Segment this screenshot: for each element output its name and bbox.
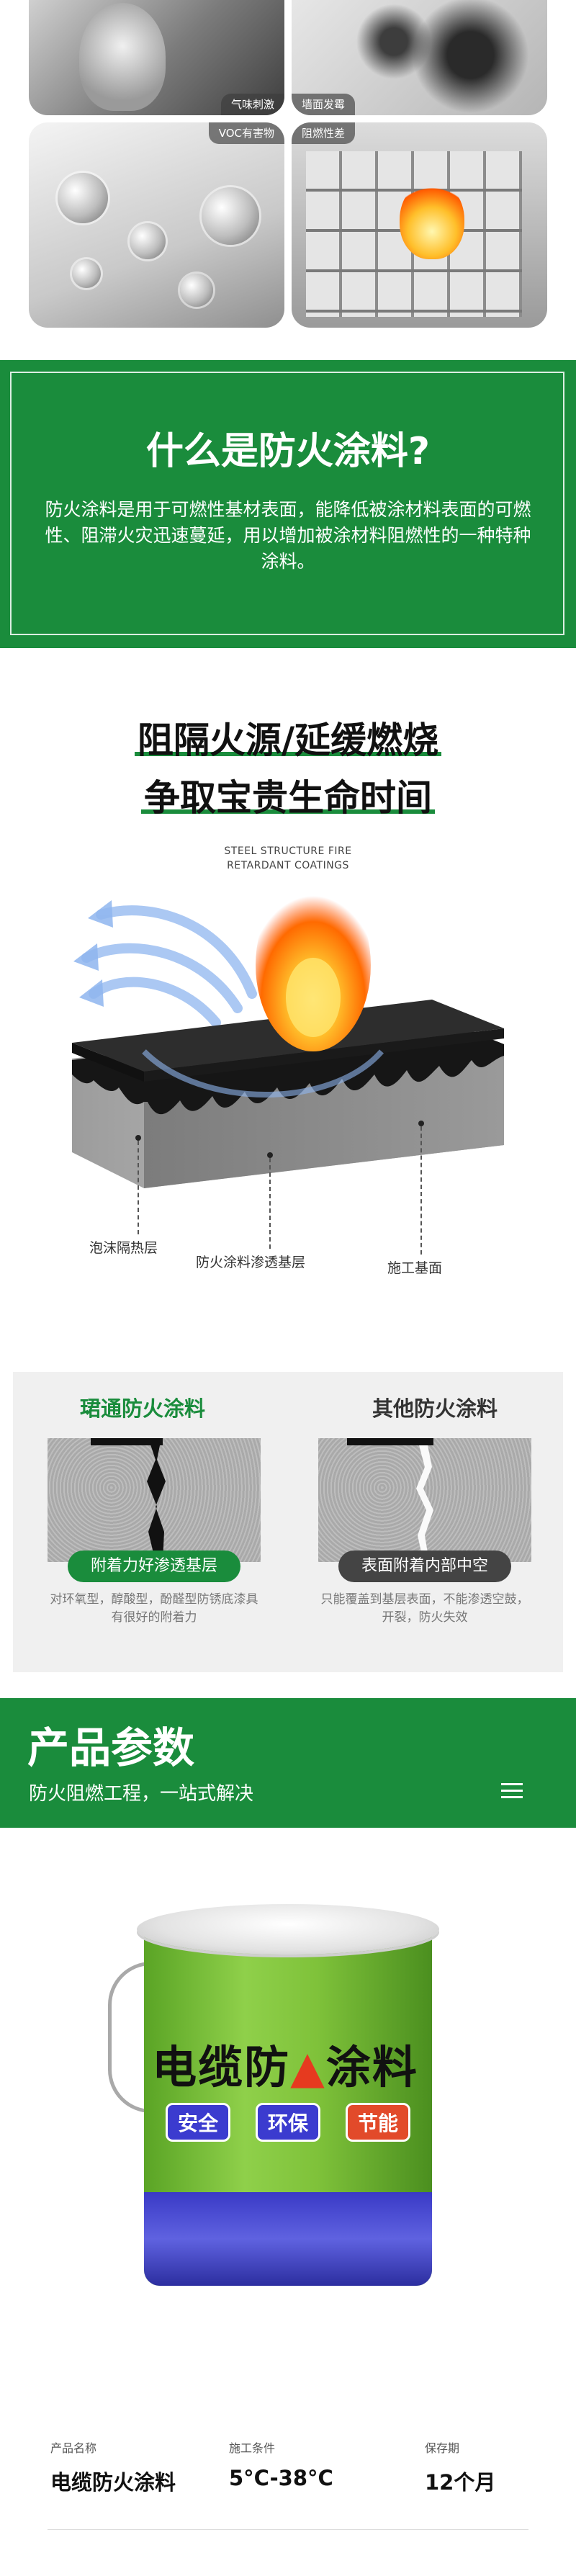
english-caption-line: STEEL STRUCTURE FIRE — [224, 845, 352, 857]
comparison-section: 珺通防火涂料 其他防火涂料 附着力好渗透基层 表面附着内部中空 对环氧型，醇酸型… — [13, 1372, 563, 1672]
callout-dot — [267, 1152, 273, 1158]
ours-badge: 附着力好渗透基层 — [68, 1550, 240, 1582]
brand-text-head: 电缆防 — [152, 2041, 291, 2093]
divider — [48, 2529, 528, 2530]
product-image-section: 电缆防▲涂料 安全 环保 节能 — [0, 1828, 576, 2382]
spec-conditions: 施工条件 5°C-38°C — [229, 2438, 333, 2490]
params-header: 产品参数 防火阻燃工程，一站式解决 — [0, 1698, 576, 1828]
other-description: 只能覆盖到基层表面，不能渗透空鼓，开裂，防火失效 — [320, 1592, 529, 1625]
headline-line-1: 阻隔火源/延缓燃烧 — [0, 712, 576, 763]
bucket-blue-band — [144, 2192, 432, 2286]
intro-title: 什么是防火涂料? — [145, 430, 431, 473]
spec-value: 5°C-38°C — [229, 2466, 333, 2490]
hamburger-menu-icon[interactable] — [501, 1783, 523, 1799]
fire-icon — [400, 180, 464, 259]
callout-dot — [135, 1135, 141, 1141]
bucket-brand-text: 电缆防▲涂料 — [148, 2031, 422, 2096]
spec-value: 电缆防火涂料 — [50, 2470, 176, 2495]
ours-crack-image — [48, 1438, 261, 1562]
specs-section: 产品名称 电缆防火涂料 施工条件 5°C-38°C 保存期 12个月 — [0, 2420, 576, 2576]
params-subtitle: 防火阻燃工程，一站式解决 — [29, 1783, 254, 1805]
callout-line — [269, 1158, 271, 1249]
hazard-photo-mold: 墙面发霉 — [292, 0, 547, 115]
woman-silhouette-image — [79, 3, 166, 111]
diagram-section: 阻隔火源/延缓燃烧 争取宝贵生命时间 STEEL STRUCTURE FIRE … — [0, 648, 576, 1361]
spec-key: 产品名称 — [50, 2441, 97, 2455]
intro-body: 防火涂料是用于可燃性基材表面，能降低被涂材料表面的可燃性、阻滞火灾迅速蔓延，用以… — [45, 499, 531, 572]
virus-icon — [130, 223, 166, 259]
bucket-tag: 环保 — [255, 2103, 320, 2142]
params-title: 产品参数 — [27, 1723, 195, 1772]
hazard-gallery: 气味刺激 墙面发霉 VOC有害物 阻燃性差 — [0, 0, 576, 346]
virus-icon — [180, 274, 213, 307]
english-caption: STEEL STRUCTURE FIRE RETARDANT COATINGS — [216, 844, 360, 873]
other-badge: 表面附着内部中空 — [338, 1550, 511, 1582]
bucket-lid — [137, 1904, 439, 1955]
spec-shelf-life: 保存期 12个月 — [425, 2438, 495, 2496]
hazard-photo-voc: VOC有害物 — [29, 122, 284, 328]
headline-text: 阻隔火源/延缓燃烧 — [134, 719, 442, 761]
virus-icon — [58, 173, 108, 223]
spec-key: 施工条件 — [229, 2441, 276, 2455]
english-caption-line: RETARDANT COATINGS — [227, 860, 349, 871]
virus-icon — [72, 259, 101, 288]
spec-value: 12个月 — [425, 2470, 496, 2495]
intro-frame — [10, 372, 564, 635]
ours-description: 对环氧型，醇酸型，酚醛型防锈底漆具有很好的附着力 — [50, 1592, 258, 1625]
callout-dot — [418, 1121, 424, 1126]
filled-crack-graphic — [91, 1438, 166, 1562]
hollow-crack-graphic — [347, 1438, 433, 1562]
flame-glyph-icon: ▲ — [290, 2041, 326, 2093]
layer-label-coating: 防火涂料渗透基层 — [196, 1255, 306, 1270]
headline-text: 争取宝贵生命时间 — [141, 777, 435, 819]
hazard-label: 阻燃性差 — [292, 122, 356, 144]
bucket-tag: 节能 — [345, 2103, 410, 2142]
layer-label-substrate: 施工基面 — [387, 1260, 443, 1276]
virus-icon — [202, 187, 259, 245]
other-title: 其他防火涂料 — [372, 1396, 498, 1421]
spec-product-name: 产品名称 电缆防火涂料 — [50, 2438, 176, 2496]
bucket-tag: 安全 — [166, 2103, 231, 2142]
brand-text-tail: 涂料 — [325, 2041, 418, 2093]
paint-bucket-image: 电缆防▲涂料 安全 环保 节能 — [108, 1890, 439, 2293]
spec-key: 保存期 — [425, 2441, 460, 2455]
ours-title: 珺通防火涂料 — [79, 1396, 205, 1421]
headline-line-2: 争取宝贵生命时间 — [0, 769, 576, 821]
heat-deflect-arrows — [81, 905, 257, 1028]
callout-line — [138, 1141, 139, 1234]
hazard-label: 墙面发霉 — [292, 94, 356, 115]
intro-section: 什么是防火涂料? 防火涂料是用于可燃性基材表面，能降低被涂材料表面的可燃性、阻滞… — [0, 360, 576, 648]
layer-label-foam: 泡沫隔热层 — [89, 1240, 158, 1256]
callout-line — [420, 1126, 422, 1255]
hazard-photo-fire: 阻燃性差 — [292, 122, 547, 328]
hazard-photo-odor: 气味刺激 — [29, 0, 284, 115]
bucket-tags: 安全 环保 节能 — [166, 2103, 410, 2142]
hazard-label: 气味刺激 — [220, 94, 284, 115]
coating-layers-illustration — [72, 879, 504, 1188]
other-crack-image — [318, 1438, 531, 1562]
hazard-label: VOC有害物 — [208, 122, 284, 144]
